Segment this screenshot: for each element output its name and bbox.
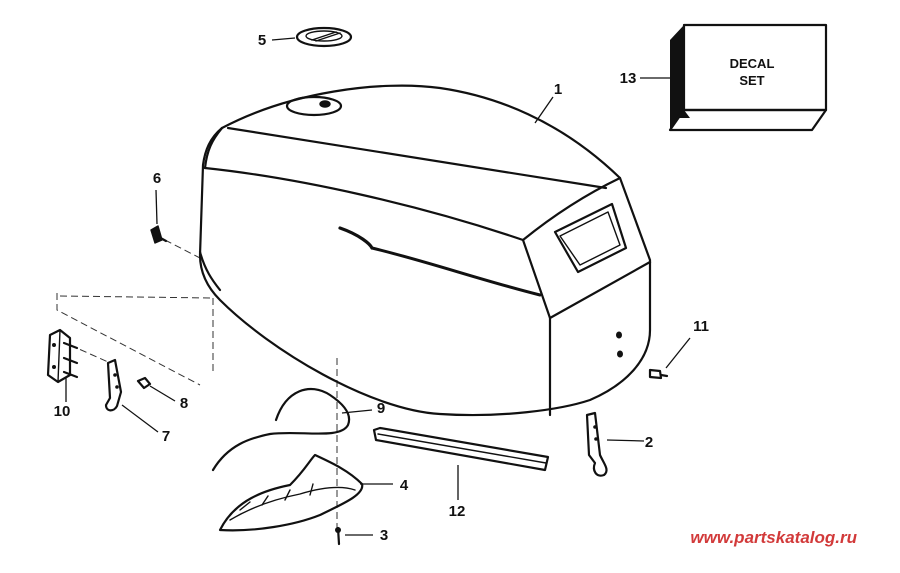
screw-6	[150, 225, 168, 244]
callout-2: 2	[645, 434, 653, 451]
hook-2	[585, 411, 608, 477]
callout-9: 9	[377, 400, 385, 417]
watermark-text: www.partskatalog.ru	[690, 528, 857, 547]
liner-4	[218, 453, 364, 532]
callout-3: 3	[380, 527, 388, 544]
decal-set-box: DECAL SET	[668, 23, 828, 132]
decal-text-line1: DECAL	[730, 56, 775, 71]
callout-7: 7	[162, 428, 170, 445]
callout-labels: 1 2 3 4 5 6 7 8 9 10 11 12 13	[54, 32, 709, 544]
callout-5: 5	[258, 32, 266, 49]
assembly-guide-lines	[56, 239, 338, 528]
callout-13: 13	[620, 70, 637, 87]
callout-4: 4	[400, 477, 409, 494]
callout-1: 1	[554, 81, 562, 98]
latch-7	[104, 358, 123, 412]
plug-cap	[295, 26, 353, 48]
callout-10: 10	[54, 403, 71, 420]
decal-text-line2: SET	[739, 73, 764, 88]
leader-lines	[65, 37, 691, 536]
motor-cover	[198, 84, 652, 417]
bolt-11	[648, 368, 669, 380]
seal-strip-9	[211, 387, 351, 472]
bracket-10	[46, 328, 79, 384]
callout-6: 6	[153, 170, 161, 187]
screw-3	[335, 526, 341, 546]
callout-8: 8	[180, 395, 188, 412]
rail-12	[372, 426, 550, 472]
callout-12: 12	[449, 503, 466, 520]
nut-8	[136, 376, 152, 390]
callout-11: 11	[693, 318, 709, 335]
